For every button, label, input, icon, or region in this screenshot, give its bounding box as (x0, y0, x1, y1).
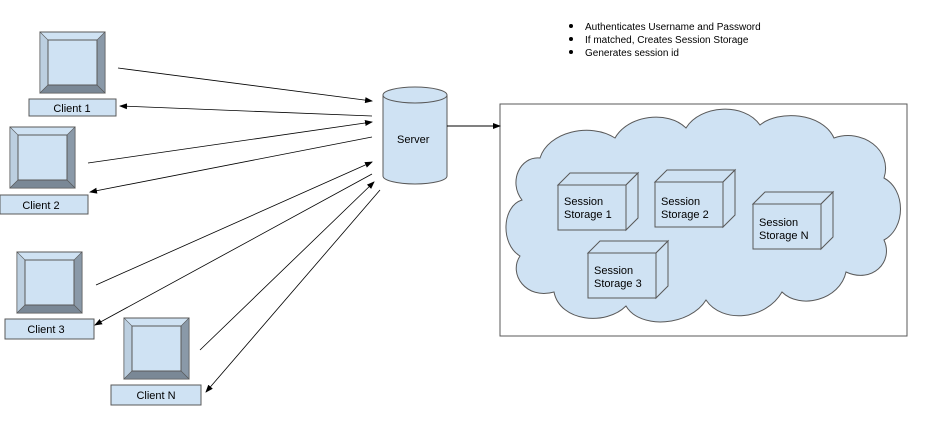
client-3-label: Client 3 (27, 324, 64, 336)
monitor-bezel-shade (9, 179, 76, 189)
note-bullet-2: If matched, Creates Session Storage (585, 35, 749, 46)
server-cylinder-body (382, 95, 448, 185)
cube-front-face (557, 184, 627, 231)
monitor-base (4, 318, 95, 340)
monitor-screen (131, 325, 182, 372)
connection-arrows (87, 67, 381, 393)
monitor-screen (47, 39, 98, 86)
cube-top-face (653, 169, 737, 183)
client-n-label: Client N (136, 390, 175, 402)
client-2-label: Client 2 (22, 200, 59, 212)
cube-top-face (751, 191, 835, 205)
client-n: Client N (110, 317, 202, 406)
client-1: Client 1 (28, 31, 117, 117)
client-1-label: Client 1 (53, 103, 90, 115)
bullet-dot (569, 37, 573, 41)
client-n-request-arrow (199, 181, 375, 351)
bullet-dot (569, 24, 573, 28)
cube-top-face (586, 240, 670, 254)
client-2-request-arrow (87, 120, 373, 164)
monitor-bezel-shade (123, 317, 133, 380)
monitor-base (28, 98, 117, 117)
client-2-response-arrow (89, 136, 373, 194)
session-storage-3: Session Storage 3 (586, 239, 670, 300)
session-storage-2-label-line2: Storage 2 (661, 209, 709, 221)
monitor-bezel-shade (73, 251, 83, 314)
session-storage-2-label-line1: Session (661, 196, 700, 208)
session-storage-n: Session Storage N (751, 190, 835, 251)
note-bullet-1: Authenticates Username and Password (585, 22, 761, 33)
client-3-request-arrow (95, 161, 373, 286)
monitor-bezel-shade (9, 126, 19, 189)
client-3-response-arrow (94, 173, 373, 326)
cube-front-face (587, 252, 657, 299)
session-storage-2: Session Storage 2 (653, 168, 737, 229)
cube-front-face (654, 181, 724, 228)
monitor-bezel-shade (96, 31, 106, 94)
cube-front-face (752, 203, 822, 250)
monitor-bezel-shade (39, 31, 49, 94)
notes-list: Authenticates Username and Password If m… (569, 22, 761, 59)
monitor-bezel-shade (16, 304, 83, 314)
monitor-base (0, 194, 89, 215)
server: Server (382, 86, 448, 185)
monitor-bezel-shade (16, 251, 26, 314)
session-storage-3-label-line2: Storage 3 (594, 278, 642, 290)
client-2: Client 2 (0, 126, 89, 215)
monitor-screen (24, 259, 75, 306)
session-storage-3-label-line1: Session (594, 265, 633, 277)
client-n-response-arrow (205, 189, 381, 393)
monitor-bezel-shade (123, 370, 190, 380)
session-storage-1-label-line2: Storage 1 (564, 209, 612, 221)
session-storage-n-label-line1: Session (759, 217, 798, 229)
monitor-bezel-shade (39, 84, 106, 94)
monitor-base (110, 384, 202, 406)
client-3: Client 3 (4, 251, 95, 340)
monitor-bezel-shade (180, 317, 190, 380)
note-bullet-3: Generates session id (585, 48, 679, 59)
server-label: Server (397, 134, 430, 146)
monitor-screen (17, 134, 68, 181)
client-1-response-arrow (119, 103, 373, 117)
cube-top-face (556, 172, 640, 186)
session-storage-1-label-line1: Session (564, 196, 603, 208)
bullet-dot (569, 50, 573, 54)
monitor-bezel-shade (66, 126, 76, 189)
session-storage-1: Session Storage 1 (556, 171, 640, 232)
client-1-request-arrow (117, 67, 373, 104)
server-cylinder-top (382, 86, 448, 104)
session-storage-n-label-line2: Storage N (759, 230, 809, 242)
